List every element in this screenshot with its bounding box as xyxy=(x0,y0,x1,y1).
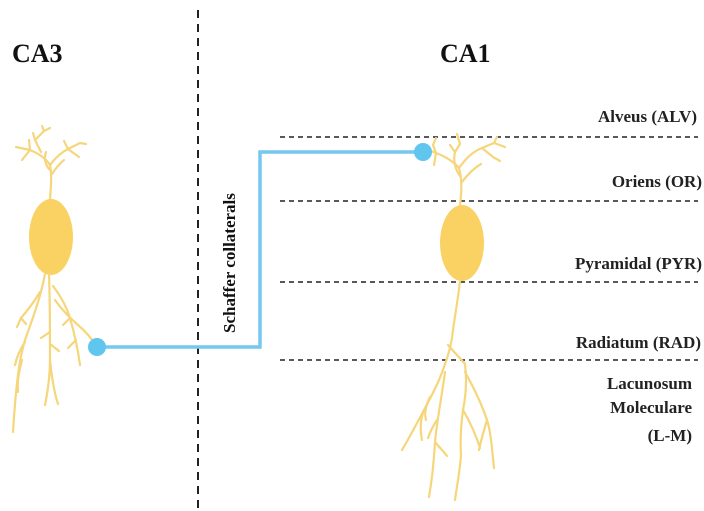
schaffer-collateral-axon xyxy=(97,150,423,349)
ca3-axon-terminal xyxy=(88,338,106,356)
ca1-title: CA1 xyxy=(440,39,491,68)
layer-label-oriens: Oriens (OR) xyxy=(612,172,702,191)
ca1-soma xyxy=(440,205,484,281)
layer-label-lm-line2: Moleculare xyxy=(610,398,692,417)
layer-label-lm-line3: (L-M) xyxy=(648,426,692,445)
ca3-pyramidal-neuron xyxy=(11,124,106,434)
ca3-soma xyxy=(29,199,73,275)
layer-label-pyramidal: Pyramidal (PYR) xyxy=(575,254,702,273)
ca3-basal-dendrites xyxy=(11,272,99,434)
ca1-oriens-dendrites xyxy=(424,132,507,207)
ca1-synaptic-contact xyxy=(414,143,432,161)
layer-label-radiatum: Radiatum (RAD) xyxy=(576,333,701,352)
layer-label-lm-line1: Lacunosum xyxy=(607,374,692,393)
ca3-apical-dendrites xyxy=(14,124,88,202)
schaffer-collaterals-label: Schaffer collaterals xyxy=(220,193,239,333)
ca1-apical-dendrite-tree xyxy=(400,279,496,502)
ca3-title: CA3 xyxy=(12,39,63,68)
ca1-pyramidal-neuron xyxy=(400,132,507,502)
layer-label-alveus: Alveus (ALV) xyxy=(598,107,697,126)
